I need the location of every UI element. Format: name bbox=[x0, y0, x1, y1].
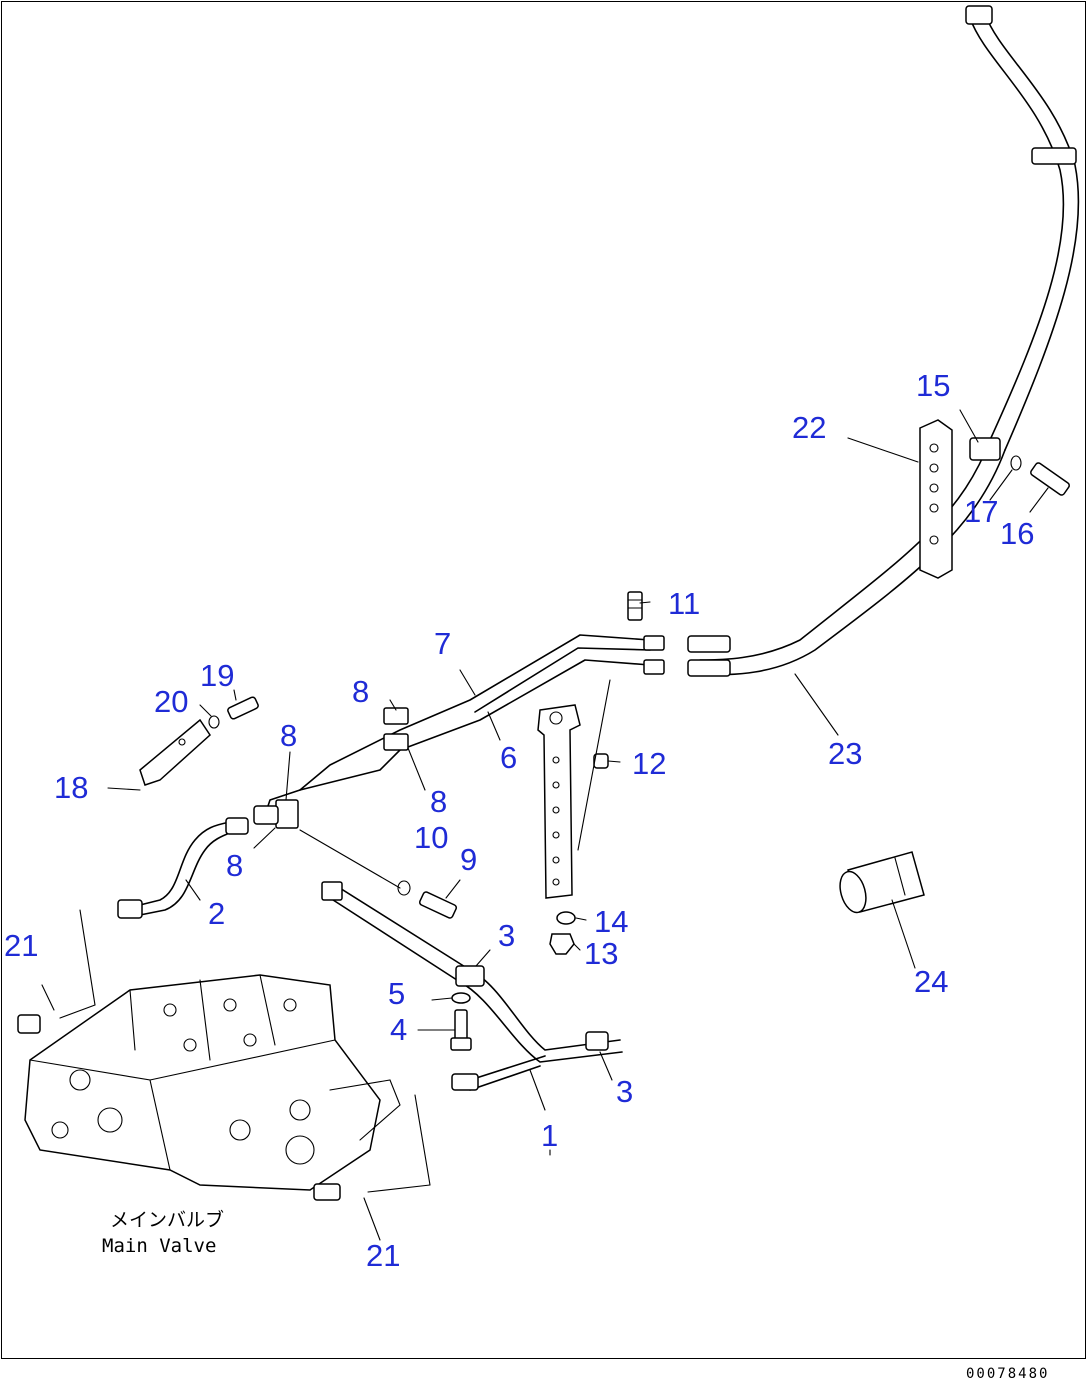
callout-3: 3 bbox=[616, 1074, 633, 1109]
callout-13: 13 bbox=[584, 936, 618, 971]
callout-19: 19 bbox=[200, 658, 234, 693]
tubes-6-7 bbox=[253, 634, 665, 829]
callout-4: 4 bbox=[390, 1012, 407, 1047]
main-valve-caption-jp: メインバルブ bbox=[110, 1208, 224, 1231]
callout-11: 11 bbox=[668, 586, 700, 621]
callout-23: 23 bbox=[828, 736, 862, 771]
callout-8: 8 bbox=[352, 674, 369, 709]
callout-14: 14 bbox=[594, 904, 628, 939]
callout-17: 17 bbox=[964, 494, 998, 529]
callout-5: 5 bbox=[388, 976, 405, 1011]
callout-12: 12 bbox=[632, 746, 666, 781]
bolt-4 bbox=[450, 992, 472, 1051]
callout-16: 16 bbox=[1000, 516, 1034, 551]
bracket-22 bbox=[919, 419, 953, 579]
callout-2: 2 bbox=[208, 896, 225, 931]
callout-24: 24 bbox=[914, 964, 948, 999]
callout-18: 18 bbox=[54, 770, 88, 805]
main-valve bbox=[17, 974, 401, 1201]
callout-8: 8 bbox=[280, 718, 297, 753]
protector-24 bbox=[839, 851, 925, 914]
callout-22: 22 bbox=[792, 410, 826, 445]
callout-21: 21 bbox=[4, 928, 38, 963]
drawing-frame bbox=[1, 1, 1086, 1359]
callout-21: 21 bbox=[366, 1238, 400, 1273]
callout-6: 6 bbox=[500, 740, 517, 775]
callout-7: 7 bbox=[434, 626, 451, 661]
bracket-18 bbox=[139, 696, 259, 786]
bracket-12 bbox=[537, 704, 609, 955]
callout-15: 15 bbox=[916, 368, 950, 403]
bolt-9 bbox=[397, 880, 458, 919]
bolt-16 bbox=[1010, 455, 1070, 496]
callout-9: 9 bbox=[460, 842, 477, 877]
hose-2 bbox=[117, 817, 249, 919]
hose-assembly-upper bbox=[687, 5, 1080, 677]
document-number: 00078480 bbox=[966, 1366, 1049, 1382]
callout-20: 20 bbox=[154, 684, 188, 719]
leader-lines bbox=[41, 409, 1049, 1241]
callout-8: 8 bbox=[430, 784, 447, 819]
tube-1 bbox=[321, 881, 623, 1091]
callout-1: 1 bbox=[541, 1118, 558, 1153]
fitting-11 bbox=[627, 591, 643, 621]
callout-3: 3 bbox=[498, 918, 515, 953]
callout-10: 10 bbox=[414, 820, 448, 855]
callout-labels: 1 2 3 3 4 5 6 7 8 8 8 8 9 10 11 12 13 14… bbox=[4, 368, 1034, 1273]
callout-8: 8 bbox=[226, 848, 243, 883]
main-valve-caption-en: Main Valve bbox=[102, 1235, 216, 1257]
